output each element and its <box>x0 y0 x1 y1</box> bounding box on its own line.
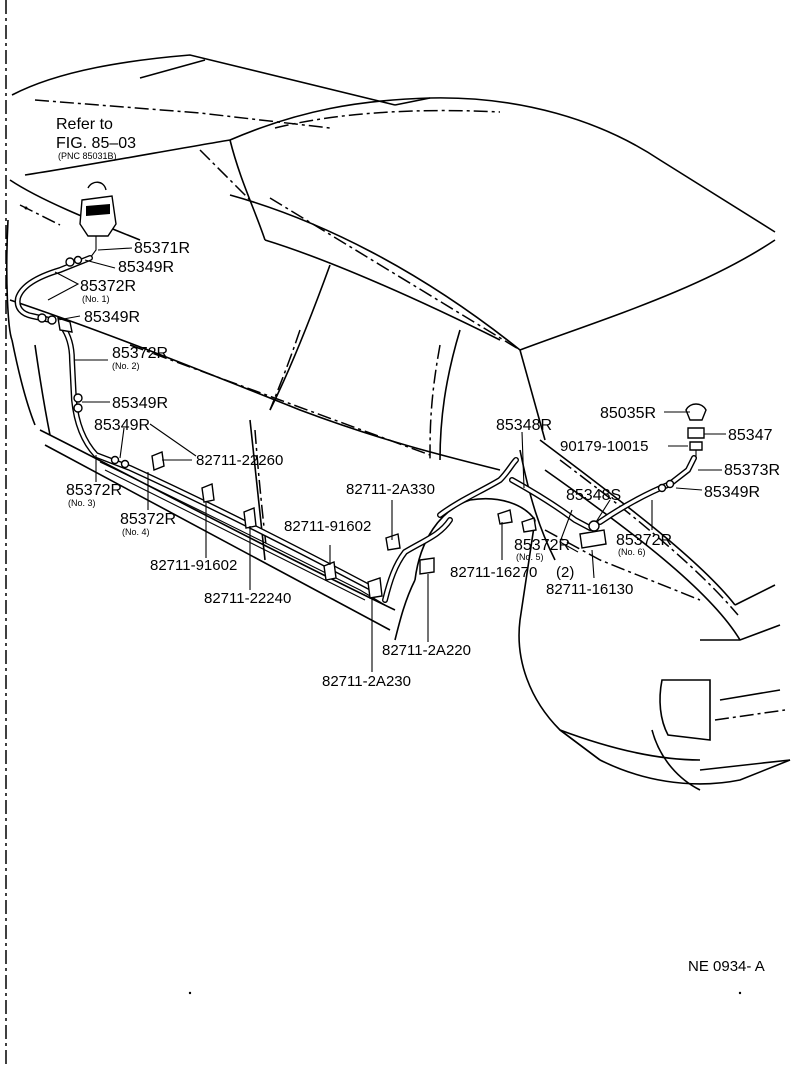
label-no6: (No. 6) <box>618 547 646 557</box>
label-85372R-no5: 85372R <box>514 537 570 554</box>
leader-lines <box>47 247 726 672</box>
label-82711-2A330: 82711-2A330 <box>346 481 435 498</box>
figure-code: NE 0934- A <box>688 958 765 975</box>
label-no4: (No. 4) <box>122 527 150 537</box>
label-no3: (No. 3) <box>68 498 96 508</box>
label-85372R-no3: 85372R <box>66 482 122 499</box>
label-82711-2A220: 82711-2A220 <box>382 642 471 659</box>
washer-hose-rear <box>437 403 707 549</box>
label-no5: (No. 5) <box>516 552 544 562</box>
label-85349R-b: 85349R <box>84 309 140 326</box>
reference-line-3: (PNC 85031B) <box>58 151 117 161</box>
label-82711-22260: 82711-22260 <box>196 452 283 469</box>
label-85372R-no6: 85372R <box>616 532 672 549</box>
label-85035R: 85035R <box>600 405 656 422</box>
label-82711-91602-a: 82711-91602 <box>150 557 237 574</box>
label-85349R-a: 85349R <box>118 259 174 276</box>
label-85372R-no2: 85372R <box>112 345 168 362</box>
label-85348S: 85348S <box>566 487 621 504</box>
label-85372R-no1: 85372R <box>80 278 136 295</box>
label-85348R: 85348R <box>496 417 552 434</box>
label-85347: 85347 <box>728 427 773 444</box>
reference-line-1: Refer to <box>56 116 113 133</box>
label-85371R: 85371R <box>134 240 190 257</box>
label-82711-91602-b: 82711-91602 <box>284 518 371 535</box>
label-82711-2A230: 82711-2A230 <box>322 673 411 690</box>
reference-line-2: FIG. 85–03 <box>56 135 136 152</box>
label-90179-10015: 90179-10015 <box>560 438 648 455</box>
speck <box>738 991 742 995</box>
label-82711-22240: 82711-22240 <box>204 590 291 607</box>
label-82711-16130: 82711-16130 <box>546 581 633 598</box>
label-85373R: 85373R <box>724 462 780 479</box>
speck <box>24 206 28 210</box>
label-85349R-d: 85349R <box>94 417 150 434</box>
label-85349R-c: 85349R <box>112 395 168 412</box>
label-qty-2: (2) <box>556 564 574 581</box>
reference-note: Refer to FIG. 85–03 (PNC 85031B) <box>56 116 136 161</box>
label-85372R-no4: 85372R <box>120 511 176 528</box>
part-labels: 85371R 85349R 85372R (No. 1) 85349R 8537… <box>66 240 780 690</box>
car-body-outline <box>5 54 791 791</box>
label-82711-16270: 82711-16270 <box>450 564 537 581</box>
washer-hose-left <box>14 181 453 606</box>
speck <box>188 991 192 995</box>
label-85349R-e: 85349R <box>704 484 760 501</box>
label-no1: (No. 1) <box>82 294 110 304</box>
label-no2: (No. 2) <box>112 361 140 371</box>
